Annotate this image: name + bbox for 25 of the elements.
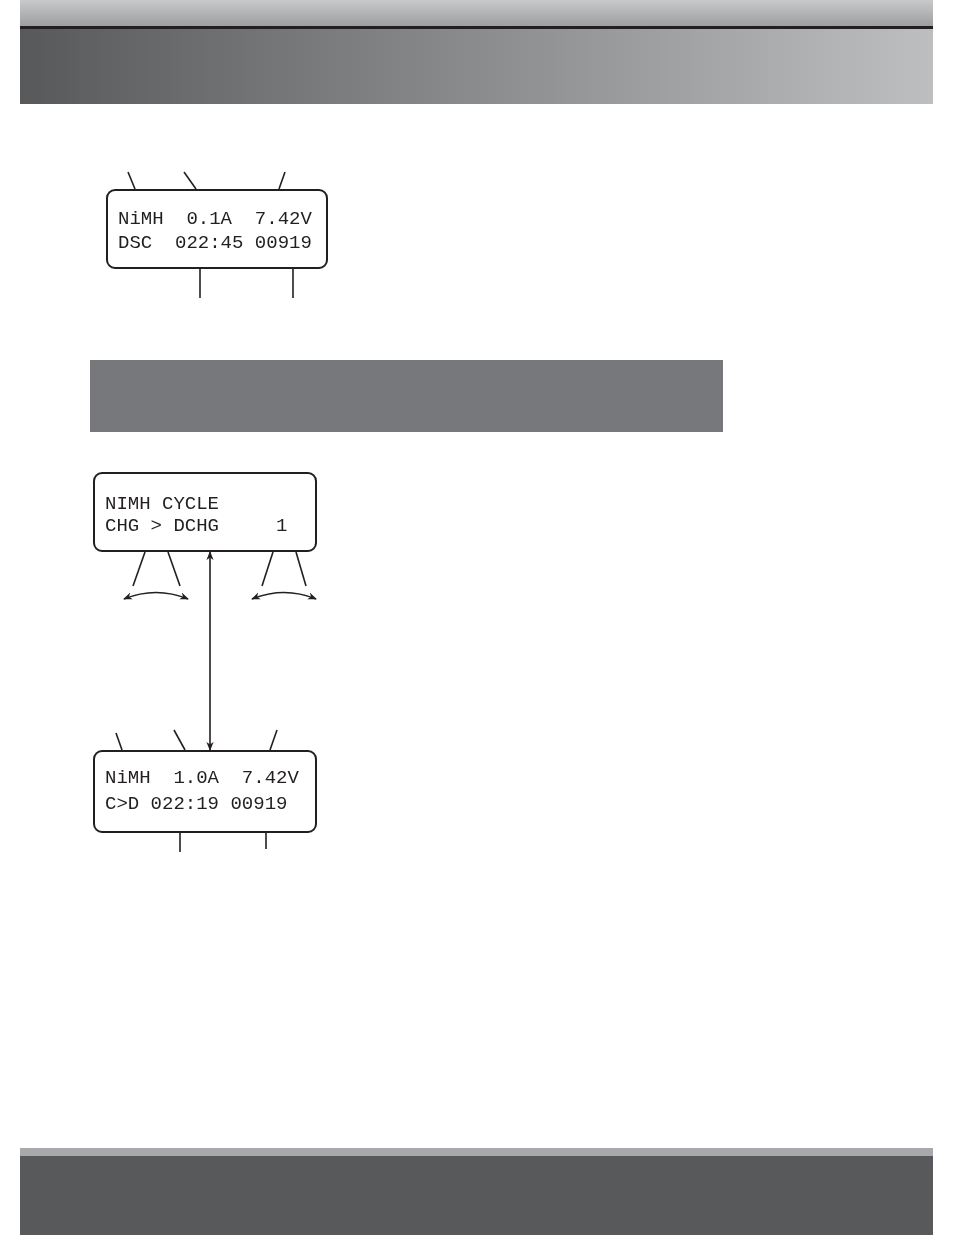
leader-line: [179, 832, 181, 853]
display-text: NiMH 1.0A 7.42V: [105, 768, 299, 789]
leader-line: [265, 832, 267, 850]
leader-line: [127, 171, 136, 190]
leader-line: [173, 729, 186, 751]
section-banner: [90, 360, 723, 432]
leader-line: [199, 268, 201, 299]
leader-line: [278, 171, 286, 190]
display-text: C>D 022:19 00919: [105, 794, 288, 815]
display-text: CHG > DCHG 1: [105, 516, 288, 537]
lcd-display: [93, 472, 317, 552]
display-text: DSC 022:45 00919: [118, 233, 312, 254]
double-arrow: [206, 551, 214, 751]
leader-line: [295, 551, 307, 587]
leader-line: [183, 171, 197, 190]
display-text: NiMH 0.1A 7.42V: [118, 209, 312, 230]
leader-line: [261, 551, 274, 587]
leader-line: [115, 732, 123, 751]
display-text: NIMH CYCLE: [105, 494, 220, 515]
leader-line: [167, 551, 181, 587]
leader-line: [292, 268, 294, 299]
lcd-display: [106, 189, 328, 269]
lcd-display: [93, 750, 317, 833]
leader-line: [132, 551, 146, 587]
leader-line: [269, 729, 278, 751]
